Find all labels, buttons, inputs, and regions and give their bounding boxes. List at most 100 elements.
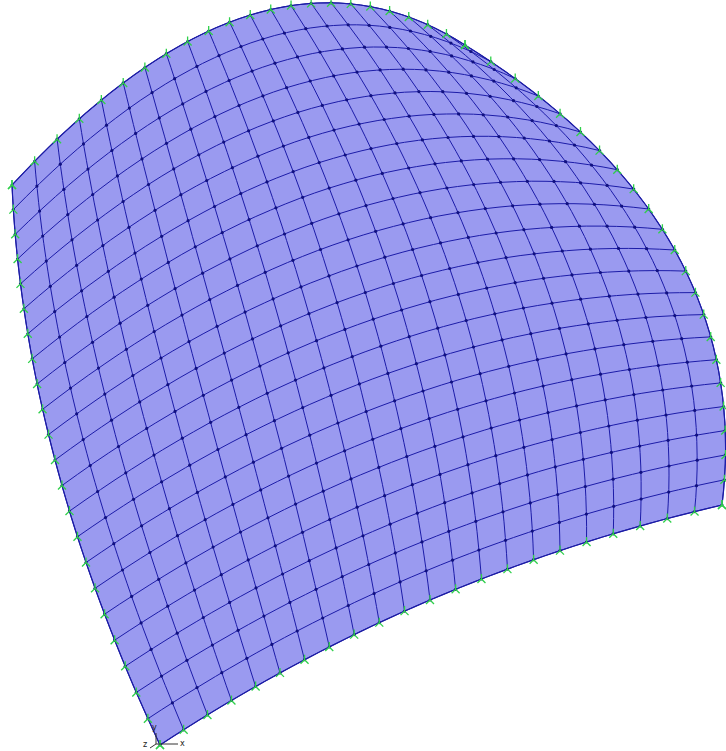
mesh-joint	[570, 378, 573, 381]
mesh-line	[123, 83, 280, 673]
mesh-joint	[347, 238, 350, 241]
mesh-joint	[482, 113, 485, 116]
support-symbol	[426, 595, 434, 604]
mesh-joint	[607, 424, 610, 427]
mesh-joint	[617, 247, 620, 250]
mesh-joint	[361, 534, 364, 537]
mesh-joint	[364, 291, 367, 294]
mesh-joint	[176, 632, 179, 635]
mesh-joint	[124, 471, 127, 474]
mesh-joint	[564, 160, 567, 163]
mesh-joint	[612, 505, 615, 508]
mesh-joint	[466, 463, 469, 466]
mesh-joint	[695, 434, 698, 437]
mesh-joint	[493, 68, 496, 71]
support-symbol	[162, 49, 170, 58]
support-symbol	[636, 521, 644, 530]
mesh-joint	[368, 24, 371, 27]
mesh-line	[428, 25, 669, 519]
mesh-joint	[274, 206, 277, 209]
support-symbol	[121, 661, 129, 670]
mesh-joint	[273, 62, 276, 65]
mesh-joint	[379, 345, 382, 348]
mesh-joint	[147, 183, 150, 186]
mesh-joint	[285, 86, 288, 89]
mesh-joint	[428, 417, 431, 420]
mesh-joint	[318, 161, 321, 164]
support-symbol	[91, 583, 99, 592]
mesh-joint	[533, 252, 536, 255]
mesh-joint	[261, 94, 264, 97]
mesh-joint	[308, 434, 311, 437]
mesh-line	[15, 47, 515, 234]
mesh-joint	[301, 406, 304, 409]
mesh-joint	[332, 129, 335, 132]
mesh-joint	[279, 324, 282, 327]
mesh-joint	[492, 80, 495, 83]
mesh-joint	[208, 298, 211, 301]
mesh-joint	[456, 408, 459, 411]
support-symbol	[301, 655, 309, 664]
mesh-joint	[639, 471, 642, 474]
mesh-joint	[673, 314, 676, 317]
mesh-joint	[296, 55, 299, 58]
mesh-joint	[394, 551, 397, 554]
mesh-joint	[228, 257, 231, 260]
support-symbol	[503, 564, 511, 573]
mesh-joint	[309, 79, 312, 82]
mesh-joint	[522, 306, 525, 309]
support-symbol	[609, 529, 617, 538]
mesh-joint	[644, 316, 647, 319]
mesh-joint	[448, 267, 451, 270]
mesh-joint	[667, 464, 670, 467]
mesh-joint	[610, 451, 613, 454]
mesh-joint	[153, 330, 156, 333]
mesh-joint	[205, 179, 208, 182]
mesh-line	[49, 226, 663, 435]
mesh-joint	[620, 205, 623, 208]
mesh-joint	[411, 483, 414, 486]
mesh-joint	[230, 379, 233, 382]
mesh-joint	[400, 308, 403, 311]
mesh-joint	[252, 461, 255, 464]
mesh-joint	[157, 578, 160, 581]
mesh-joint	[335, 546, 338, 549]
support-symbol	[101, 609, 109, 618]
mesh-joint	[307, 312, 310, 315]
mesh-joint	[329, 394, 332, 397]
mesh-joint	[377, 466, 380, 469]
support-symbol	[75, 114, 83, 123]
mesh-joint	[256, 244, 259, 247]
mesh-joint	[550, 302, 553, 305]
mesh-joint	[131, 374, 134, 377]
mesh-joint	[484, 207, 487, 210]
mesh-joint	[420, 540, 423, 543]
mesh-joint	[558, 327, 561, 330]
mesh-joint	[354, 179, 357, 182]
mesh-joint	[418, 191, 421, 194]
mesh-joint	[369, 147, 372, 150]
mesh-joint	[58, 335, 61, 338]
mesh-joint	[140, 157, 143, 160]
mesh-joint	[228, 79, 231, 82]
mesh-joint	[436, 327, 439, 330]
mesh-joint	[407, 166, 410, 169]
mesh-joint	[341, 575, 344, 578]
support-symbol	[33, 379, 41, 388]
axis-label: x	[180, 740, 185, 748]
mesh-joint	[535, 105, 538, 108]
mesh-joint	[272, 297, 275, 300]
mesh-joint	[152, 454, 155, 457]
mesh-joint	[546, 411, 549, 414]
mesh-joint	[472, 345, 475, 348]
mesh-joint	[196, 491, 199, 494]
support-symbol	[287, 1, 295, 10]
mesh-joint	[548, 139, 551, 142]
mesh-joint	[392, 282, 395, 285]
mesh-joint	[91, 193, 94, 196]
support-symbol	[663, 514, 671, 523]
mesh-joint	[69, 387, 72, 390]
mesh-joint	[125, 348, 128, 351]
support-symbol	[461, 40, 469, 49]
mesh-joint	[486, 158, 489, 161]
